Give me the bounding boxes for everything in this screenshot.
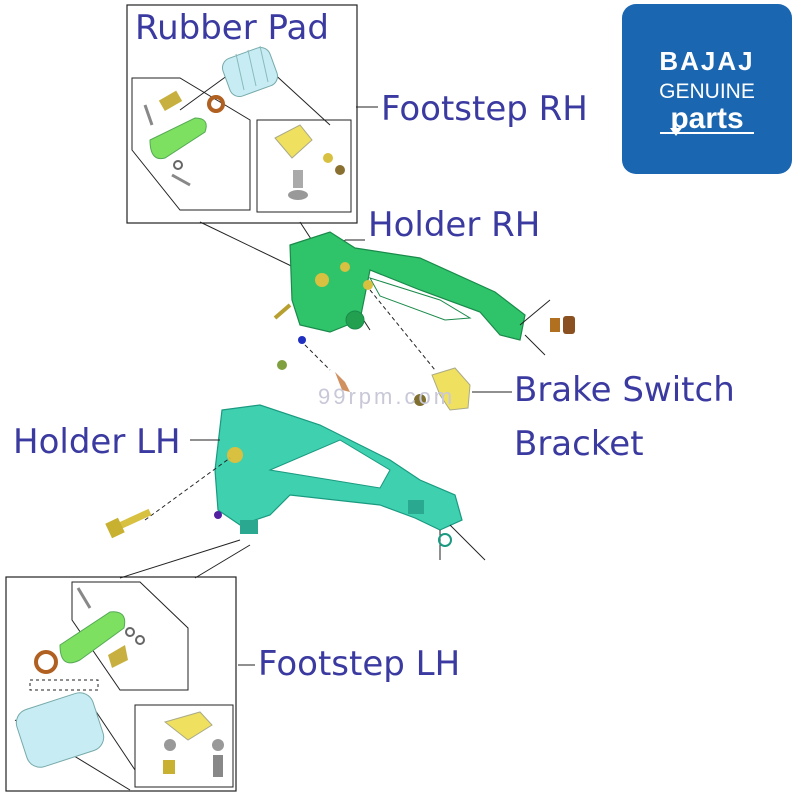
- rubber-pad-lh: [15, 692, 105, 768]
- footstep-rh-part: [149, 117, 207, 160]
- footstep-rh-inset: [126, 4, 358, 224]
- bajaj-genuine-parts-logo: BAJAJ GENUINE parts: [622, 4, 792, 174]
- rubber-pad-rh: [221, 45, 279, 98]
- footstep-lh-inset: [5, 576, 255, 792]
- oring-lh: [34, 650, 58, 674]
- brand-underline: [660, 132, 754, 134]
- holder-lh: [214, 404, 463, 534]
- oring-rh: [207, 95, 225, 113]
- label-holder-lh: Holder LH: [13, 422, 181, 462]
- brand-line-2: GENUINE: [659, 80, 755, 103]
- label-holder-rh: Holder RH: [368, 205, 541, 245]
- brake-switch-bracket-part: [414, 367, 471, 411]
- label-rubber-pad: Rubber Pad: [135, 8, 329, 48]
- label-footstep-lh: Footstep LH: [258, 644, 461, 684]
- label-brake-switch: Brake Switch: [514, 370, 735, 410]
- brand-line-1: BAJAJ: [659, 46, 755, 76]
- bolt-lh: [105, 508, 152, 539]
- watermark-text: 99rpm.com: [318, 384, 456, 409]
- brand-line-3: parts: [670, 102, 744, 135]
- label-bracket: Bracket: [514, 424, 644, 464]
- holder-rh: [289, 231, 526, 341]
- brand-triangle-icon: [670, 128, 682, 136]
- label-footstep-rh: Footstep RH: [381, 89, 588, 129]
- footstep-lh-part: [59, 611, 126, 664]
